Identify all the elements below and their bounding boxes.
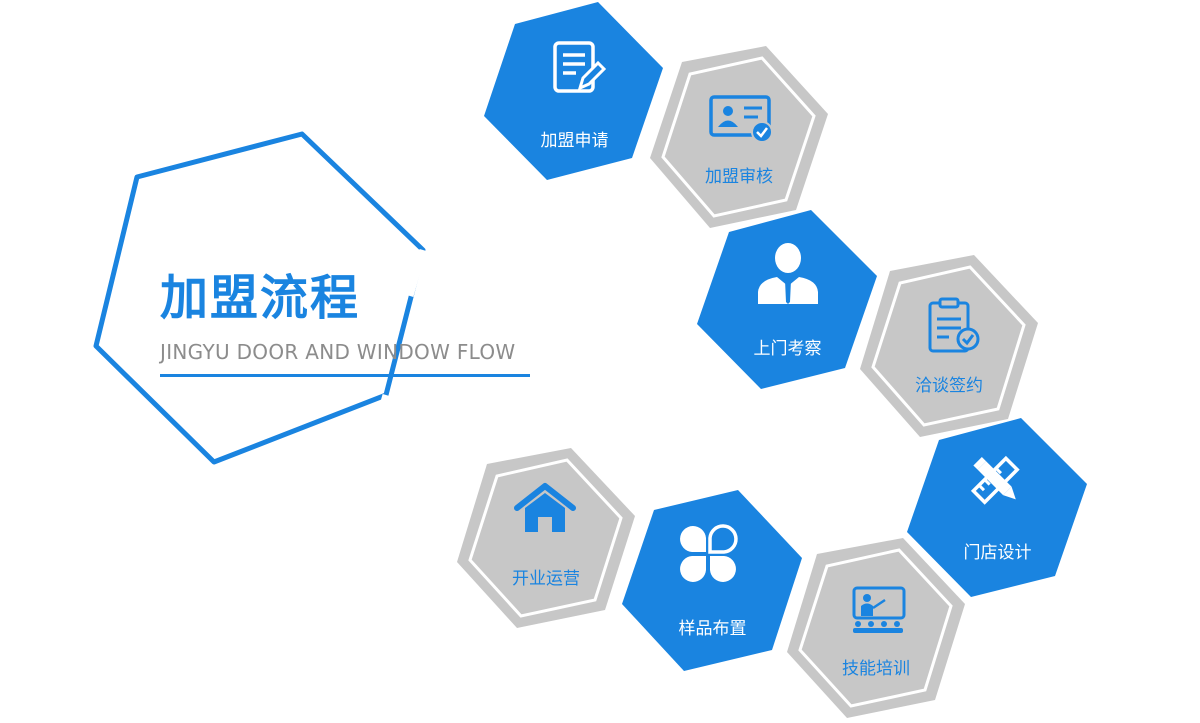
title-block: 加盟流程 JINGYU DOOR AND WINDOW FLOW: [160, 268, 530, 377]
step-review[interactable]: 加盟审核: [648, 44, 830, 230]
training-board-icon: [852, 586, 906, 633]
step-signing[interactable]: 洽谈签约: [858, 253, 1040, 439]
id-card-check-icon: [709, 95, 773, 143]
step-label: 上门考察: [753, 339, 822, 359]
step-label: 加盟申请: [540, 131, 609, 151]
step-opening[interactable]: 开业运营: [455, 446, 637, 630]
page-title: 加盟流程: [160, 270, 361, 326]
page-subtitle: JINGYU DOOR AND WINDOW FLOW: [160, 340, 516, 364]
step-label: 门店设计: [963, 543, 1032, 563]
step-label: 技能培训: [842, 659, 910, 679]
step-inspection[interactable]: 上门考察: [695, 208, 880, 391]
application-form-icon: [553, 41, 606, 93]
step-store-design[interactable]: 门店设计: [905, 416, 1090, 599]
step-label: 样品布置: [678, 619, 747, 639]
home-icon: [514, 483, 576, 532]
businessman-icon: [758, 243, 818, 304]
step-label: 开业运营: [512, 569, 580, 589]
clipboard-check-icon: [928, 297, 980, 353]
hexagon-blue: [907, 418, 1087, 597]
four-petal-icon: [680, 524, 738, 582]
hexagon-grey: [860, 255, 1038, 437]
design-tools-icon: [970, 455, 1020, 505]
title-underline: [160, 374, 530, 377]
hexagon-grey: [650, 46, 828, 228]
hexagon-grey: [457, 448, 635, 628]
step-application[interactable]: 加盟申请: [482, 0, 667, 182]
step-training[interactable]: 技能培训: [785, 536, 967, 719]
step-sample-display[interactable]: 样品布置: [620, 488, 805, 673]
step-label: 洽谈签约: [915, 376, 983, 396]
step-label: 加盟审核: [705, 167, 773, 187]
outline-hexagon-frame: [93, 131, 427, 465]
hexagon-blue: [622, 490, 802, 671]
